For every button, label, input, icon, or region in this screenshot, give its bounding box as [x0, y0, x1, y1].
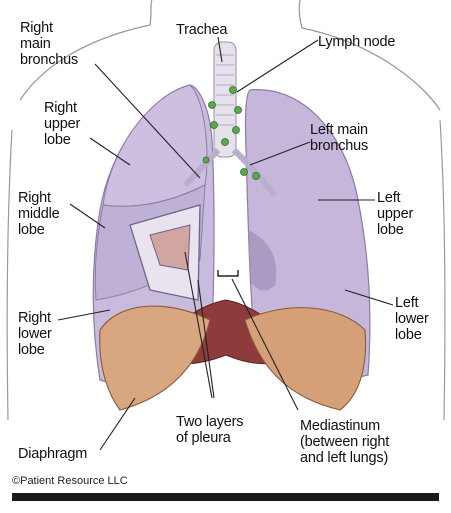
- label-mediastinum: Mediastinum (between right and left lung…: [300, 418, 389, 466]
- bottom-bar: [12, 493, 439, 501]
- label-right-upper-lobe: Right upper lobe: [44, 100, 80, 148]
- leader-lymph-node: [237, 40, 318, 92]
- label-right-middle-lobe: Right middle lobe: [18, 190, 60, 238]
- label-left-main-bronchus: Left main bronchus: [310, 122, 368, 154]
- label-left-upper-lobe: Left upper lobe: [377, 190, 413, 238]
- diaphragm-right: [245, 308, 366, 410]
- label-diaphragm: Diaphragm: [18, 446, 87, 462]
- credit-text: ©Patient Resource LLC: [12, 475, 128, 487]
- left-arm-outline: [7, 130, 12, 420]
- right-upper-lobe: [103, 85, 207, 206]
- label-right-lower-lobe: Right lower lobe: [18, 310, 52, 358]
- label-two-layers-of-pleura: Two layers of pleura: [176, 414, 243, 446]
- mediastinum-bracket: [218, 270, 238, 276]
- label-left-lower-lobe: Left lower lobe: [395, 295, 429, 343]
- label-trachea: Trachea: [176, 22, 227, 38]
- right-arm-outline: [440, 120, 445, 420]
- diaphragm-left: [100, 306, 210, 410]
- label-lymph-node: Lymph node: [318, 34, 395, 50]
- label-right-main-bronchus: Right main bronchus: [20, 20, 78, 68]
